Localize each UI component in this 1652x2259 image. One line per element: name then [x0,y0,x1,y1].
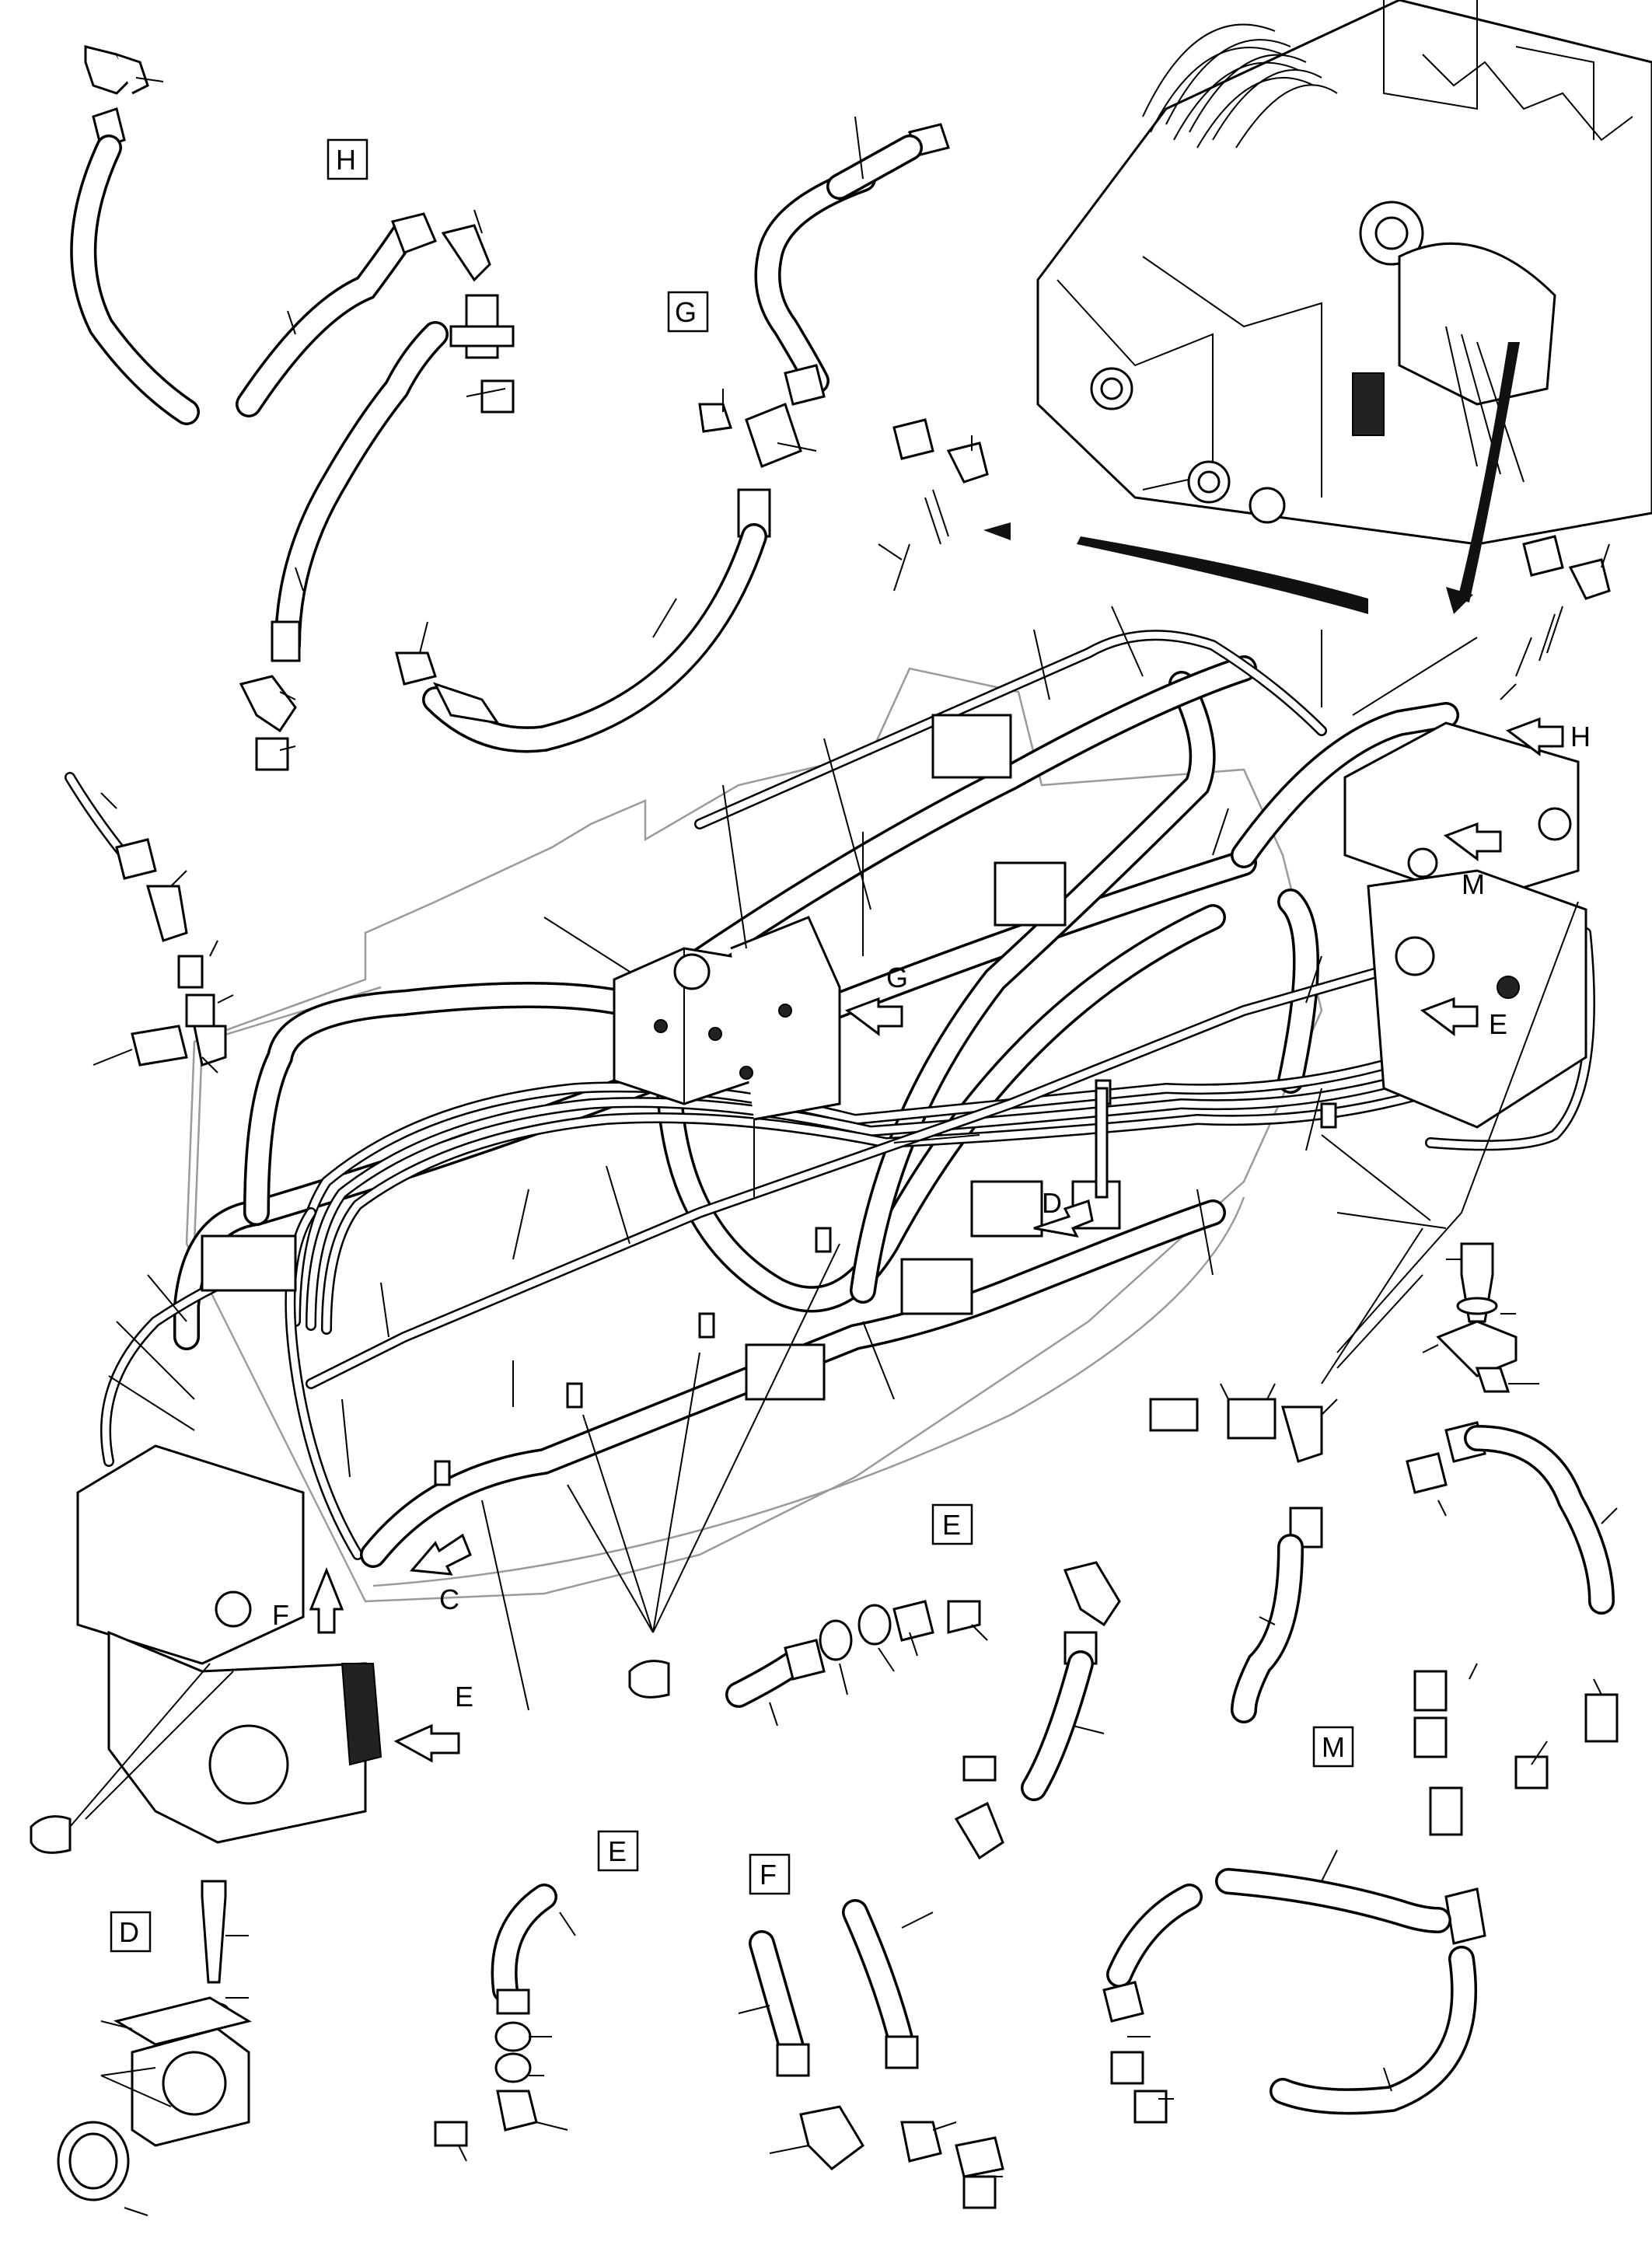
machine-overview-inset [983,0,1652,614]
small-p-clamps [30,1660,670,1854]
arrow-d [1033,1199,1094,1238]
arrow-label-m: M [1462,868,1485,900]
clamp-blocks [201,714,1121,1401]
arrow-h [1505,717,1564,756]
arrow-c [409,1533,472,1576]
detail-fittings-left-middle [65,772,234,1074]
view-label-g-top: G [675,296,697,328]
detail-m: M [1102,1663,1619,2124]
detail-elbow-hose-center [954,1561,1121,1860]
view-label-box-m-right [1312,1726,1354,1768]
view-label-box-g-top [667,291,709,333]
arrow-g [844,997,903,1036]
hose-bundle [100,630,1595,1568]
view-label-box-f-bottom [749,1853,791,1895]
detail-f: F [738,1853,1004,2209]
valve-block-right [1343,721,1587,1129]
arrow-label-c: C [439,1583,459,1615]
arrow-e-left [393,1723,460,1763]
detail-fittings-center-top [878,418,989,592]
arrow-label-h: H [1570,721,1591,752]
detail-e-middle: E [725,1503,988,1727]
detail-d: D [57,1880,252,2216]
valve-block-center [613,916,841,1121]
view-label-d-bottom: D [119,1916,139,1948]
arrow-label-e-right: E [1489,1008,1507,1040]
arrow-label-g: G [886,962,908,993]
view-label-box-h-top [327,138,368,180]
detail-fittings-right-middle [1149,1383,1618,1723]
arrow-label-e-left: E [455,1681,473,1713]
arrow-label-d: D [1042,1187,1062,1219]
pipe-clamps [434,1079,1337,1486]
direction-arrows [309,717,1564,1763]
view-label-e-mid: E [942,1509,961,1541]
arrow-label-f: F [272,1599,289,1631]
detail-g: G [395,116,950,753]
arrow-m [1443,822,1502,861]
detail-top-left [70,45,200,425]
view-label-box-e-mid [931,1503,973,1545]
leader-lines-main [69,606,1579,1828]
detail-fittings-right-top [1500,535,1611,700]
detail-h: H [236,138,515,771]
detail-bolt-right [1422,1242,1539,1393]
arrow-f [309,1566,344,1634]
valve-block-left [76,1444,382,1844]
view-label-box-e-bottom [597,1830,639,1872]
view-label-h-top: H [336,144,356,176]
view-label-e-bottom: E [608,1835,627,1867]
view-label-m-right: M [1322,1731,1345,1763]
view-label-box-d-bottom [110,1911,152,1953]
detail-e-bottom: E [434,1830,639,2162]
arrow-e-right [1420,997,1479,1036]
view-label-f-bottom: F [760,1859,777,1891]
